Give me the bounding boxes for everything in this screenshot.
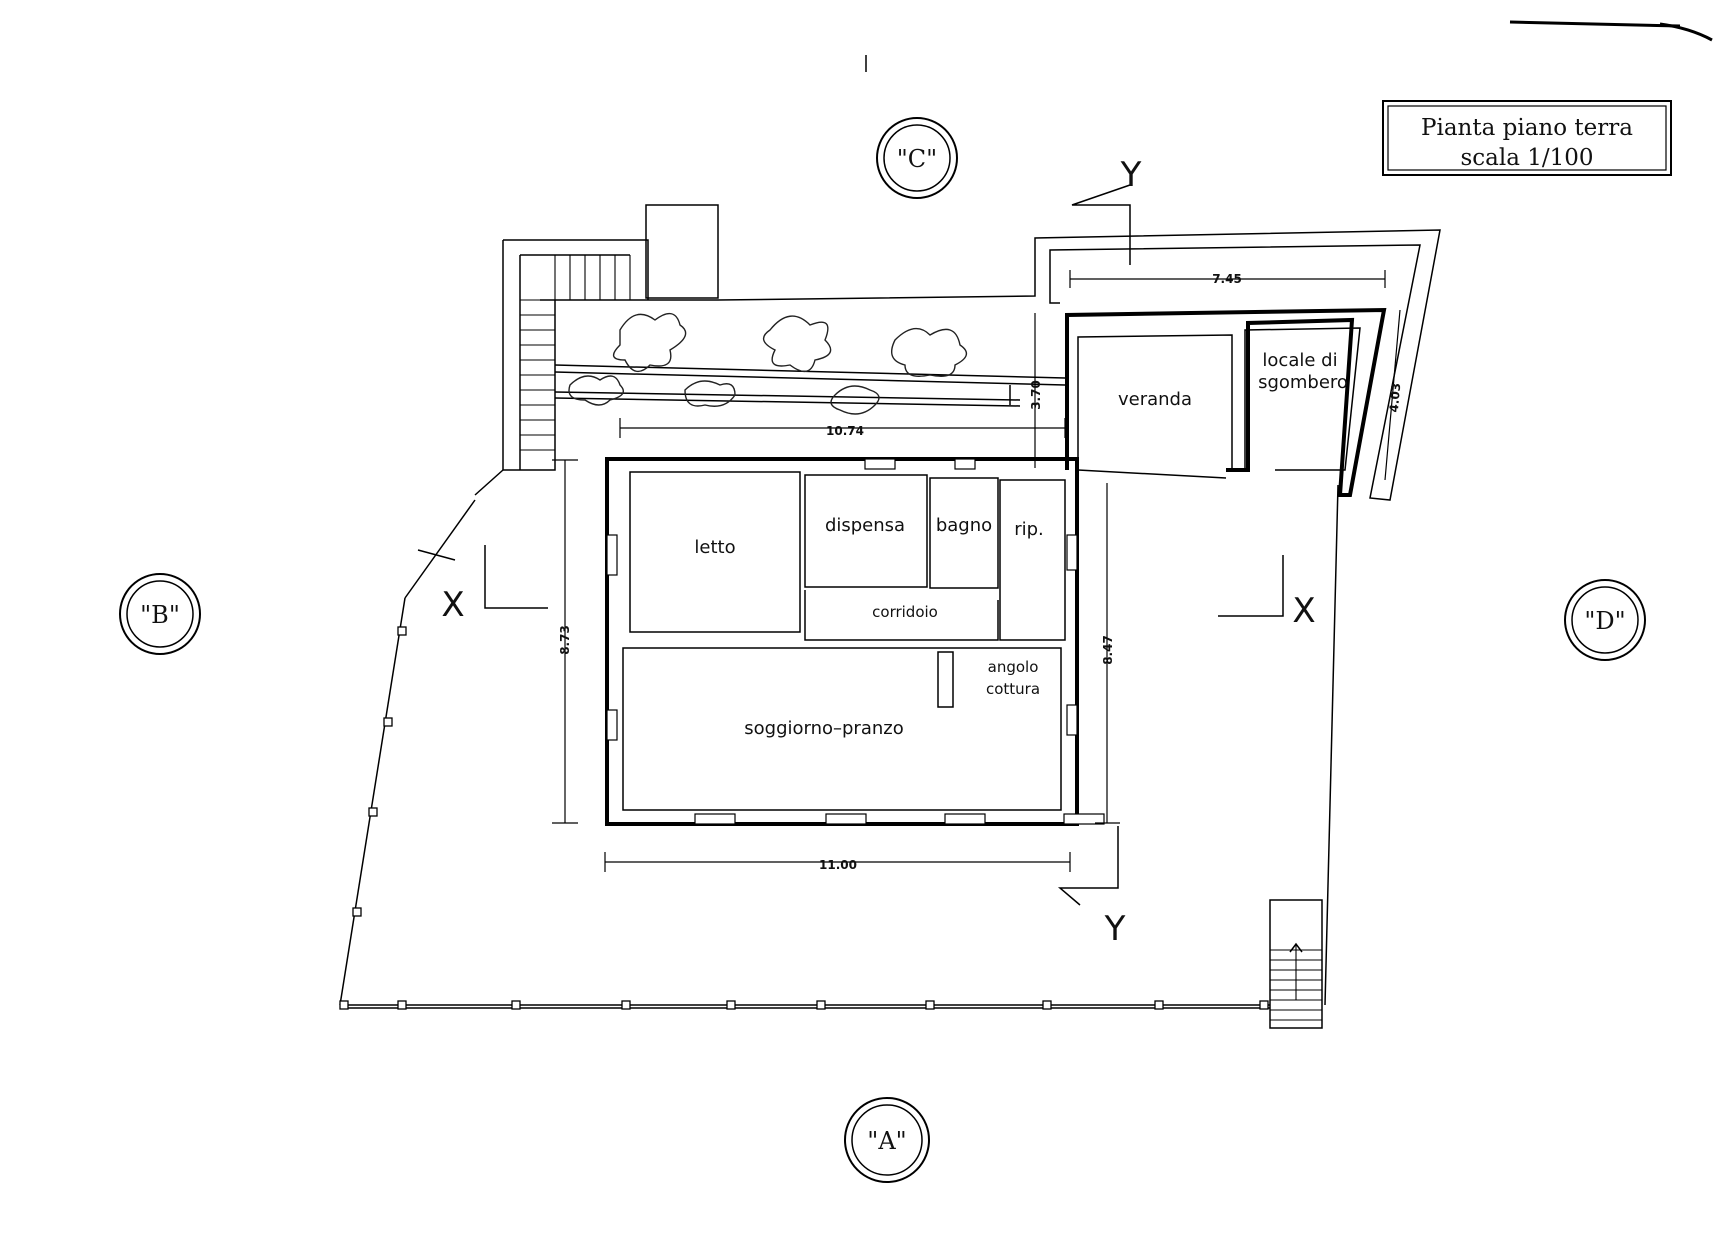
elevation-label-d: "D" — [1584, 607, 1625, 635]
elevation-marker-b: "B" — [119, 573, 201, 655]
windows — [606, 458, 1105, 825]
room-veranda: veranda — [1118, 389, 1192, 410]
elevation-label-c: "C" — [897, 145, 937, 173]
elevation-label-a: "A" — [867, 1127, 906, 1155]
property-fence — [339, 484, 1339, 1010]
terrace — [554, 204, 1441, 501]
room-locale-line1: locale di — [1262, 350, 1337, 371]
left-staircase — [474, 239, 649, 496]
room-dispensa: dispensa — [825, 515, 905, 536]
room-letto: letto — [694, 537, 735, 558]
room-corridoio: corridoio — [872, 603, 938, 621]
elevation-marker-a: "A" — [844, 1097, 930, 1183]
section-label-x-left: X — [441, 585, 464, 625]
right-staircase — [1269, 899, 1323, 1029]
room-soggiorno: soggiorno–pranzo — [744, 718, 904, 739]
planter-shrubs — [568, 312, 968, 415]
section-markers: X X Y Y — [441, 155, 1315, 949]
title-block: Pianta piano terra scala 1/100 — [1382, 100, 1672, 176]
dimension-lines — [552, 270, 1401, 872]
title-line2: scala 1/100 — [1460, 145, 1593, 171]
dimension-labels: 10.74 3.70 11.00 8.73 8.47 7.45 4.03 — [558, 272, 1403, 872]
elevation-marker-c: "C" — [876, 117, 958, 199]
dim-annex-width: 7.45 — [1212, 272, 1242, 286]
elevation-label-b: "B" — [140, 601, 180, 629]
section-label-y-bottom: Y — [1104, 909, 1126, 949]
house-walls — [605, 457, 1079, 826]
annex-walls — [1065, 307, 1387, 497]
dim-annex-depth: 4.03 — [1387, 382, 1404, 413]
title-line1: Pianta piano terra — [1421, 115, 1633, 141]
room-locale-line2: sgombero — [1258, 372, 1348, 393]
room-angolo-line1: angolo — [988, 658, 1039, 676]
room-angolo-line2: cottura — [986, 680, 1040, 698]
section-label-x-right: X — [1292, 591, 1315, 631]
dim-terrace-width: 10.74 — [826, 424, 864, 438]
room-labels: letto dispensa bagno rip. corridoio sogg… — [694, 350, 1348, 739]
dim-house-depth-left: 8.73 — [558, 625, 572, 655]
room-ripostiglio: rip. — [1014, 519, 1044, 540]
section-label-y-top: Y — [1120, 155, 1142, 195]
dim-house-width: 11.00 — [819, 858, 857, 872]
elevation-marker-d: "D" — [1564, 579, 1646, 661]
dim-house-depth-right: 8.47 — [1101, 635, 1115, 665]
room-bagno: bagno — [936, 515, 992, 536]
dim-terrace-depth: 3.70 — [1029, 380, 1043, 410]
scan-artifacts — [865, 20, 1713, 72]
